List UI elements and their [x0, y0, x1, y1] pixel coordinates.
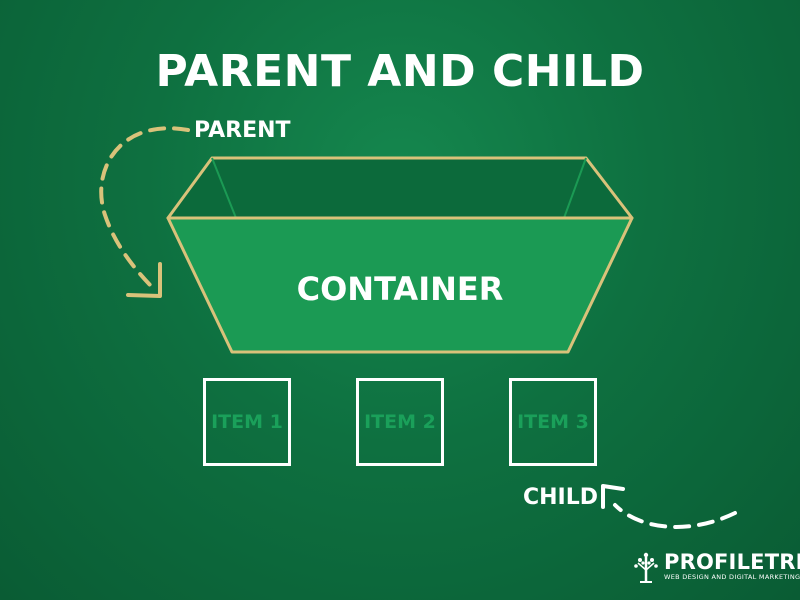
item-box-2: ITEM 2	[356, 378, 444, 466]
diagram-title: PARENT AND CHILD	[155, 46, 645, 97]
container-front	[166, 216, 634, 354]
item-box-1: ITEM 1	[203, 378, 291, 466]
child-arrow-head	[601, 484, 625, 509]
logo-name: PROFILETREE	[664, 550, 800, 574]
logo-tagline: WEB DESIGN AND DIGITAL MARKETING	[664, 573, 800, 581]
profiletree-logo: PROFILETREE WEB DESIGN AND DIGITAL MARKE…	[632, 546, 800, 586]
child-arrow	[613, 503, 737, 529]
logo-tree-icon	[634, 552, 658, 583]
parent-arrow	[99, 126, 190, 292]
child-label: CHILD	[523, 485, 599, 510]
item-label: ITEM 2	[364, 411, 436, 433]
container-inner-edge-right	[563, 157, 587, 219]
container-label: CONTAINER	[296, 270, 504, 308]
item-label: ITEM 1	[211, 411, 283, 433]
container-rim	[166, 156, 634, 220]
container-inner-edge-left	[211, 157, 237, 219]
item-box-3: ITEM 3	[509, 378, 597, 466]
parent-label: PARENT	[194, 118, 291, 143]
parent-arrow-head	[126, 262, 162, 298]
item-label: ITEM 3	[517, 411, 589, 433]
logo-text: PROFILETREE WEB DESIGN AND DIGITAL MARKE…	[664, 551, 800, 581]
